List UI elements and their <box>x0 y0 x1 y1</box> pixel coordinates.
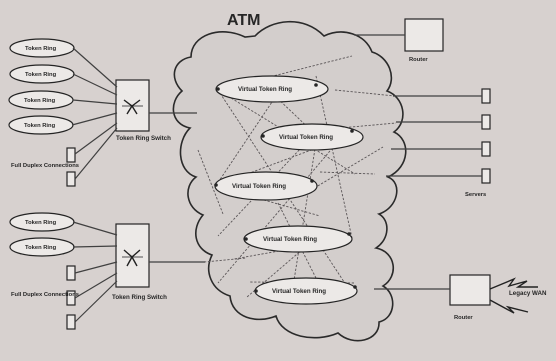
server-1 <box>481 88 491 104</box>
virtual-token-ring-2: Virtual Token Ring <box>260 123 364 151</box>
full-duplex-label-bottom: Full Duplex Connections <box>11 292 79 298</box>
virtual-ring-label: Virtual Token Ring <box>238 86 292 93</box>
virtual-ring-label: Virtual Token Ring <box>263 236 317 243</box>
token-ring-5: Token Ring <box>9 212 75 232</box>
full-duplex-device-top-1 <box>66 147 76 163</box>
token-ring-label: Token Ring <box>25 245 57 251</box>
virtual-ring-label: Virtual Token Ring <box>279 134 333 141</box>
full-duplex-device-bottom-3 <box>66 314 76 330</box>
full-duplex-device-top-2 <box>66 171 76 187</box>
virtual-token-ring-5: Virtual Token Ring <box>254 277 358 305</box>
router-top-label: Router <box>409 57 428 63</box>
router-bottom-label: Router <box>454 315 473 321</box>
atm-title: ATM <box>227 12 260 29</box>
token-ring-4: Token Ring <box>8 115 74 135</box>
left-links <box>71 47 205 323</box>
virtual-token-ring-4: Virtual Token Ring <box>243 225 353 253</box>
virtual-ring-label: Virtual Token Ring <box>272 288 326 295</box>
legacy-wan-label: Legacy WAN <box>509 290 547 297</box>
router-bottom: Router <box>449 274 491 321</box>
token-ring-group-bottom: Token Ring Token Ring <box>9 212 75 257</box>
server-links <box>386 95 482 177</box>
token-ring-6: Token Ring <box>9 237 75 257</box>
full-duplex-device-bottom-1 <box>66 265 76 281</box>
token-ring-label: Token Ring <box>24 123 56 129</box>
token-ring-2: Token Ring <box>9 64 75 84</box>
token-ring-switch-top: Token Ring Switch <box>115 79 171 142</box>
servers-group: Servers <box>465 88 491 198</box>
server-2 <box>481 114 491 130</box>
server-3 <box>481 141 491 157</box>
full-duplex-label-top: Full Duplex Connections <box>11 163 79 169</box>
virtual-token-ring-3: Virtual Token Ring <box>214 171 318 201</box>
token-ring-1: Token Ring <box>9 38 75 58</box>
token-ring-3: Token Ring <box>8 90 74 110</box>
token-ring-label: Token Ring <box>24 98 56 104</box>
server-4 <box>481 168 491 184</box>
virtual-token-ring-1: Virtual Token Ring <box>215 75 329 103</box>
switch-label-bottom: Token Ring Switch <box>112 294 167 301</box>
router-top: Router <box>404 18 444 63</box>
legacy-wan-lightning <box>489 277 538 290</box>
token-ring-label: Token Ring <box>25 220 57 226</box>
token-ring-group-top: Token Ring Token Ring Token Ring Token R… <box>8 38 75 135</box>
token-ring-label: Token Ring <box>25 46 57 52</box>
token-ring-switch-bottom: Token Ring Switch <box>112 223 167 301</box>
switch-label-top: Token Ring Switch <box>116 135 171 142</box>
servers-label: Servers <box>465 192 486 198</box>
virtual-ring-label: Virtual Token Ring <box>232 183 286 190</box>
token-ring-label: Token Ring <box>25 72 57 78</box>
